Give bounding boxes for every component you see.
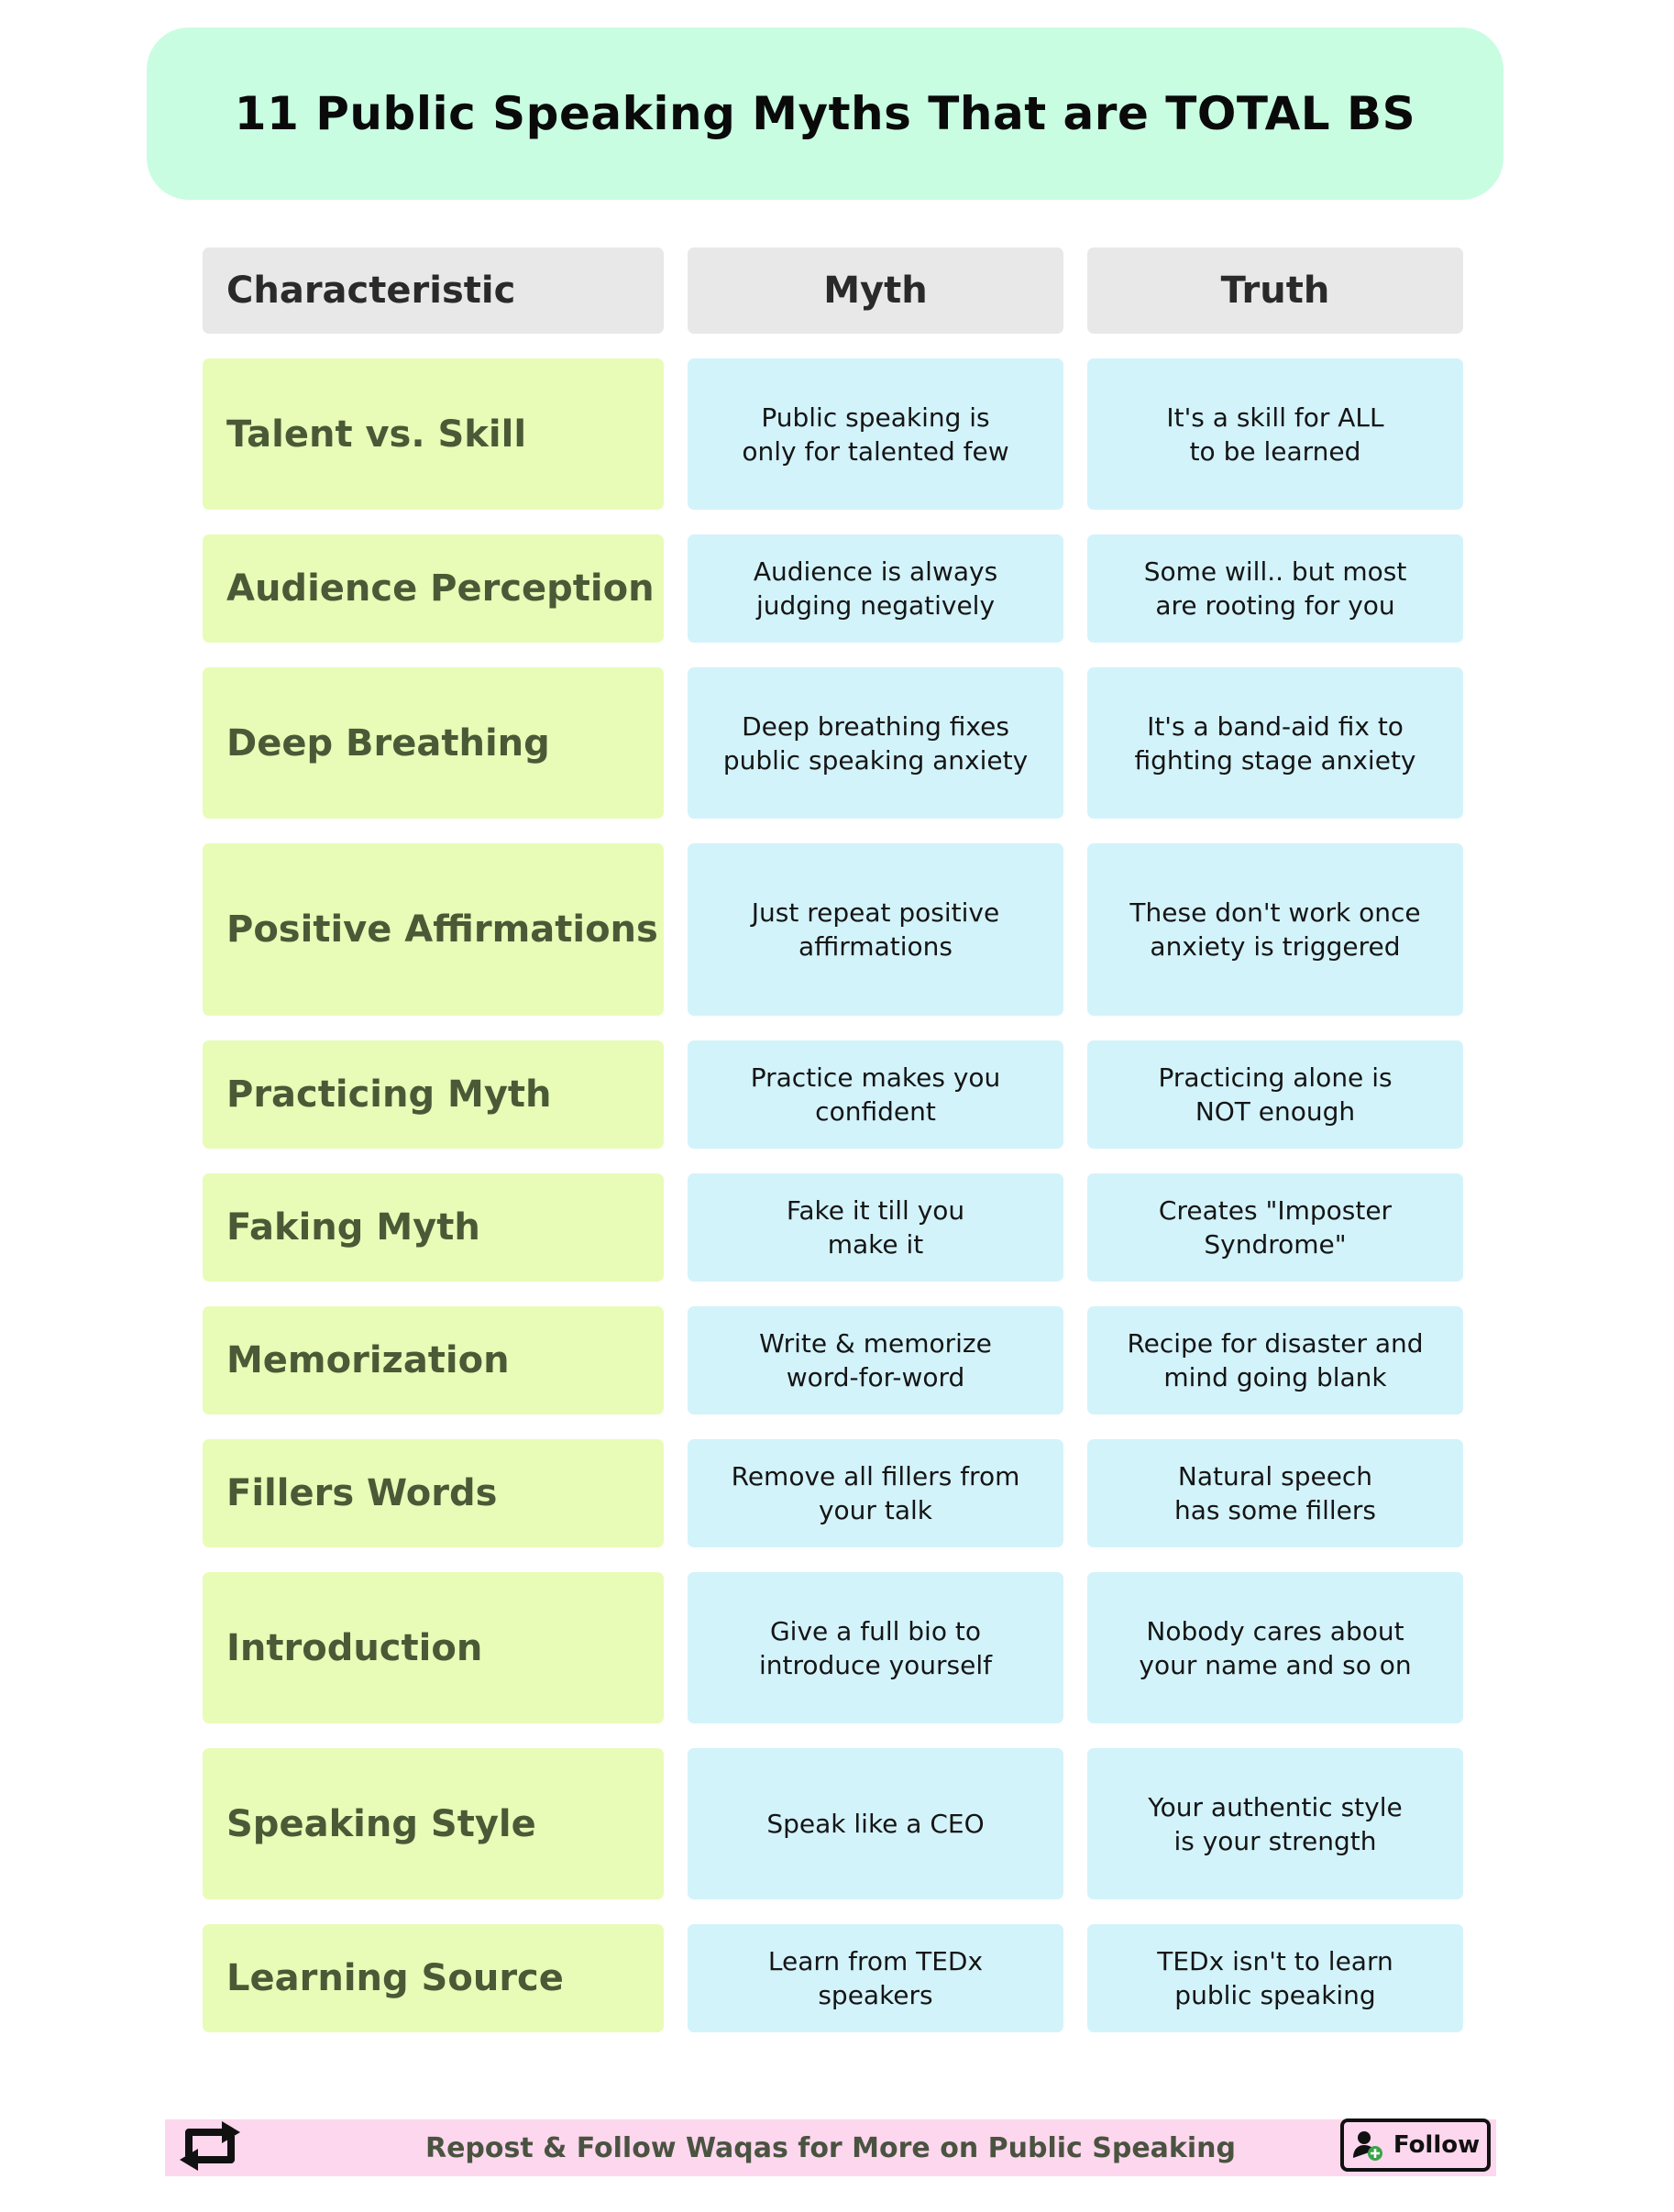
characteristic-cell: Positive Affirmations [203, 843, 664, 1016]
truth-cell: Nobody cares about your name and so on [1087, 1572, 1463, 1723]
table-row: Practicing Myth Practice makes you confi… [203, 1040, 1463, 1149]
truth-cell: Natural speech has some fillers [1087, 1439, 1463, 1547]
myth-text: Practice makes you confident [750, 1062, 1001, 1127]
myth-text: Learn from TEDx speakers [767, 1946, 984, 2010]
table-row: Learning Source Learn from TEDx speakers… [203, 1924, 1463, 2032]
table-row: Speaking Style Speak like a CEO Your aut… [203, 1748, 1463, 1899]
characteristic-label: Learning Source [226, 1957, 564, 1999]
header-truth: Truth [1087, 248, 1463, 334]
characteristic-cell: Deep Breathing [203, 667, 664, 819]
table-row: Fillers Words Remove all fillers from yo… [203, 1439, 1463, 1547]
myth-cell: Remove all fillers from your talk [688, 1439, 1063, 1547]
truth-text: Practicing alone is NOT enough [1158, 1062, 1393, 1127]
footer-message: Repost & Follow Waqas for More on Public… [424, 2131, 1236, 2164]
truth-cell: Some will.. but most are rooting for you [1087, 534, 1463, 643]
repost-icon[interactable] [169, 2118, 251, 2174]
myth-text: Public speaking is only for talented few [742, 402, 1009, 467]
characteristic-label: Fillers Words [226, 1472, 498, 1514]
myth-text: Speak like a CEO [766, 1809, 985, 1839]
truth-text: Nobody cares about your name and so on [1139, 1615, 1412, 1680]
characteristic-label: Practicing Myth [226, 1073, 552, 1116]
characteristic-cell: Audience Perception [203, 534, 664, 643]
myth-cell: Deep breathing fixes public speaking anx… [688, 667, 1063, 819]
header-characteristic: Characteristic [203, 248, 664, 334]
myth-cell: Fake it till you make it [688, 1173, 1063, 1282]
truth-text: Recipe for disaster and mind going blank [1127, 1328, 1424, 1392]
characteristic-cell: Speaking Style [203, 1748, 664, 1899]
characteristic-cell: Practicing Myth [203, 1040, 664, 1149]
table-row: Memorization Write & memorize word-for-w… [203, 1306, 1463, 1414]
characteristic-label: Speaking Style [226, 1802, 536, 1845]
characteristic-cell: Introduction [203, 1572, 664, 1723]
table-row: Positive Affirmations Just repeat positi… [203, 843, 1463, 1016]
truth-cell: Creates "Imposter Syndrome" [1087, 1173, 1463, 1282]
characteristic-label: Deep Breathing [226, 721, 550, 765]
title-banner: 11 Public Speaking Myths That are TOTAL … [147, 28, 1503, 200]
table-header-row: Characteristic Myth Truth [203, 248, 1463, 334]
table-row: Introduction Give a full bio to introduc… [203, 1572, 1463, 1723]
truth-cell: It's a skill for ALL to be learned [1087, 358, 1463, 510]
characteristic-cell: Talent vs. Skill [203, 358, 664, 510]
truth-text: Some will.. but most are rooting for you [1143, 556, 1407, 621]
table-row: Deep Breathing Deep breathing fixes publ… [203, 667, 1463, 819]
truth-cell: It's a band-aid fix to fighting stage an… [1087, 667, 1463, 819]
myth-cell: Give a full bio to introduce yourself [688, 1572, 1063, 1723]
truth-cell: Recipe for disaster and mind going blank [1087, 1306, 1463, 1414]
footer-banner: Repost & Follow Waqas for More on Public… [165, 2119, 1496, 2176]
header-label: Myth [823, 270, 928, 312]
characteristic-label: Talent vs. Skill [226, 413, 527, 456]
follow-label: Follow [1393, 2131, 1481, 2159]
characteristic-cell: Memorization [203, 1306, 664, 1414]
myth-text: Just repeat positive affirmations [751, 897, 1000, 962]
table-row: Audience Perception Audience is always j… [203, 534, 1463, 643]
characteristic-cell: Learning Source [203, 1924, 664, 2032]
myth-text: Fake it till you make it [786, 1195, 965, 1260]
truth-text: Creates "Imposter Syndrome" [1158, 1195, 1393, 1260]
truth-text: Natural speech has some fillers [1173, 1461, 1377, 1525]
myth-cell: Audience is always judging negatively [688, 534, 1063, 643]
truth-cell: Practicing alone is NOT enough [1087, 1040, 1463, 1149]
myth-text: Write & memorize word-for-word [759, 1328, 992, 1392]
myth-cell: Practice makes you confident [688, 1040, 1063, 1149]
table-row: Faking Myth Fake it till you make it Cre… [203, 1173, 1463, 1282]
characteristic-label: Audience Perception [226, 567, 655, 610]
add-user-icon [1352, 2131, 1382, 2161]
characteristic-label: Memorization [226, 1339, 510, 1381]
myth-cell: Public speaking is only for talented few [688, 358, 1063, 510]
header-myth: Myth [688, 248, 1063, 334]
characteristic-label: Faking Myth [226, 1206, 480, 1249]
characteristic-label: Positive Affirmations [226, 908, 658, 951]
truth-text: It's a band-aid fix to fighting stage an… [1134, 710, 1416, 776]
header-label: Truth [1220, 270, 1330, 312]
header-label: Characteristic [226, 270, 516, 312]
truth-cell: These don't work once anxiety is trigger… [1087, 843, 1463, 1016]
characteristic-label: Introduction [226, 1626, 483, 1669]
page-title: 11 Public Speaking Myths That are TOTAL … [234, 87, 1416, 140]
myth-cell: Learn from TEDx speakers [688, 1924, 1063, 2032]
characteristic-cell: Fillers Words [203, 1439, 664, 1547]
myth-text: Deep breathing fixes public speaking anx… [722, 710, 1029, 776]
table-row: Talent vs. Skill Public speaking is only… [203, 358, 1463, 510]
myth-text: Audience is always judging negatively [753, 556, 998, 621]
truth-text: These don't work once anxiety is trigger… [1129, 897, 1421, 962]
myths-table: Characteristic Myth Truth Talent vs. Ski… [203, 248, 1463, 2032]
truth-text: It's a skill for ALL to be learned [1166, 402, 1384, 467]
myth-text: Give a full bio to introduce yourself [759, 1615, 992, 1680]
truth-cell: Your authentic style is your strength [1087, 1748, 1463, 1899]
truth-cell: TEDx isn't to learn public speaking [1087, 1924, 1463, 2032]
myth-cell: Speak like a CEO [688, 1748, 1063, 1899]
truth-text: Your authentic style is your strength [1148, 1791, 1403, 1856]
follow-button[interactable]: Follow [1340, 2118, 1491, 2172]
myth-text: Remove all fillers from your talk [731, 1461, 1020, 1525]
myth-cell: Just repeat positive affirmations [688, 843, 1063, 1016]
myth-cell: Write & memorize word-for-word [688, 1306, 1063, 1414]
characteristic-cell: Faking Myth [203, 1173, 664, 1282]
truth-text: TEDx isn't to learn public speaking [1157, 1946, 1393, 2010]
